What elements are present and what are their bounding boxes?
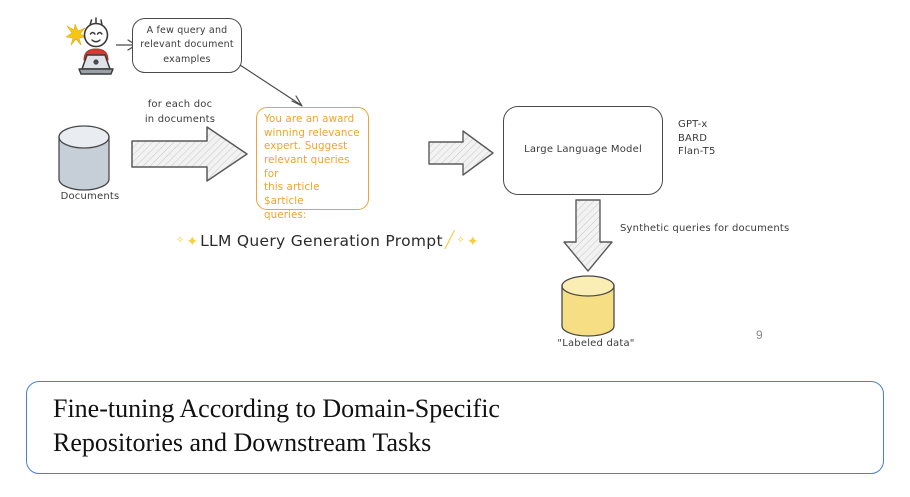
examples-bubble: A few query and relevant document exampl… — [132, 18, 242, 73]
person-at-laptop-icon — [58, 12, 130, 80]
model-name-flan-t5: Flan-T5 — [678, 146, 716, 157]
page-number: 9 — [756, 328, 763, 342]
llm-prompt-box: You are an award winning relevance exper… — [256, 107, 369, 221]
synthetic-queries-label: Synthetic queries for documents — [620, 223, 790, 234]
llm-prompt-text: You are an award winning relevance exper… — [264, 113, 360, 221]
model-name-list: GPT-x BARD Flan-T5 — [678, 118, 716, 159]
model-name-bard: BARD — [678, 132, 708, 144]
documents-cylinder-icon — [55, 124, 113, 192]
sparkle-small-left-icon: ✧ — [176, 235, 185, 246]
magic-wand-icon: ╱ — [444, 232, 455, 249]
sparkle-right-icon: ✦ — [466, 233, 479, 249]
llm-prompt-caption-text: LLM Query Generation Prompt — [200, 232, 443, 250]
sparkle-small-right-icon: ✧ — [456, 235, 465, 246]
arrow-llm-to-labeled-data-icon — [561, 198, 615, 274]
labeled-data-store-label: "Labeled data" — [557, 338, 635, 349]
arrow-bubble-to-prompt-icon — [238, 63, 318, 111]
for-each-doc-label: for each doc in documents — [144, 99, 216, 125]
llm-box-label: Large Language Model — [524, 144, 642, 156]
arrow-prompt-to-llm-icon — [427, 128, 497, 180]
labeled-data-cylinder-icon — [558, 274, 618, 340]
large-language-model-box: Large Language Model — [503, 106, 663, 195]
model-name-gpt: GPT-x — [678, 119, 708, 130]
caption-text: Fine-tuning According to Domain-Specific… — [53, 394, 500, 458]
examples-bubble-text: A few query and relevant document exampl… — [140, 25, 234, 65]
sparkle-left-icon: ✦ — [186, 233, 199, 249]
documents-store-label: Documents — [60, 191, 120, 202]
idea-sparkle-icon — [65, 23, 88, 46]
caption-box: Fine-tuning According to Domain-Specific… — [26, 381, 884, 474]
llm-prompt-caption: ✧ ✦ LLM Query Generation Prompt ╱ ✧ ✦ — [176, 232, 479, 250]
slide-image: A few query and relevant document exampl… — [55, 12, 790, 349]
arrow-documents-to-prompt-icon — [129, 123, 251, 188]
